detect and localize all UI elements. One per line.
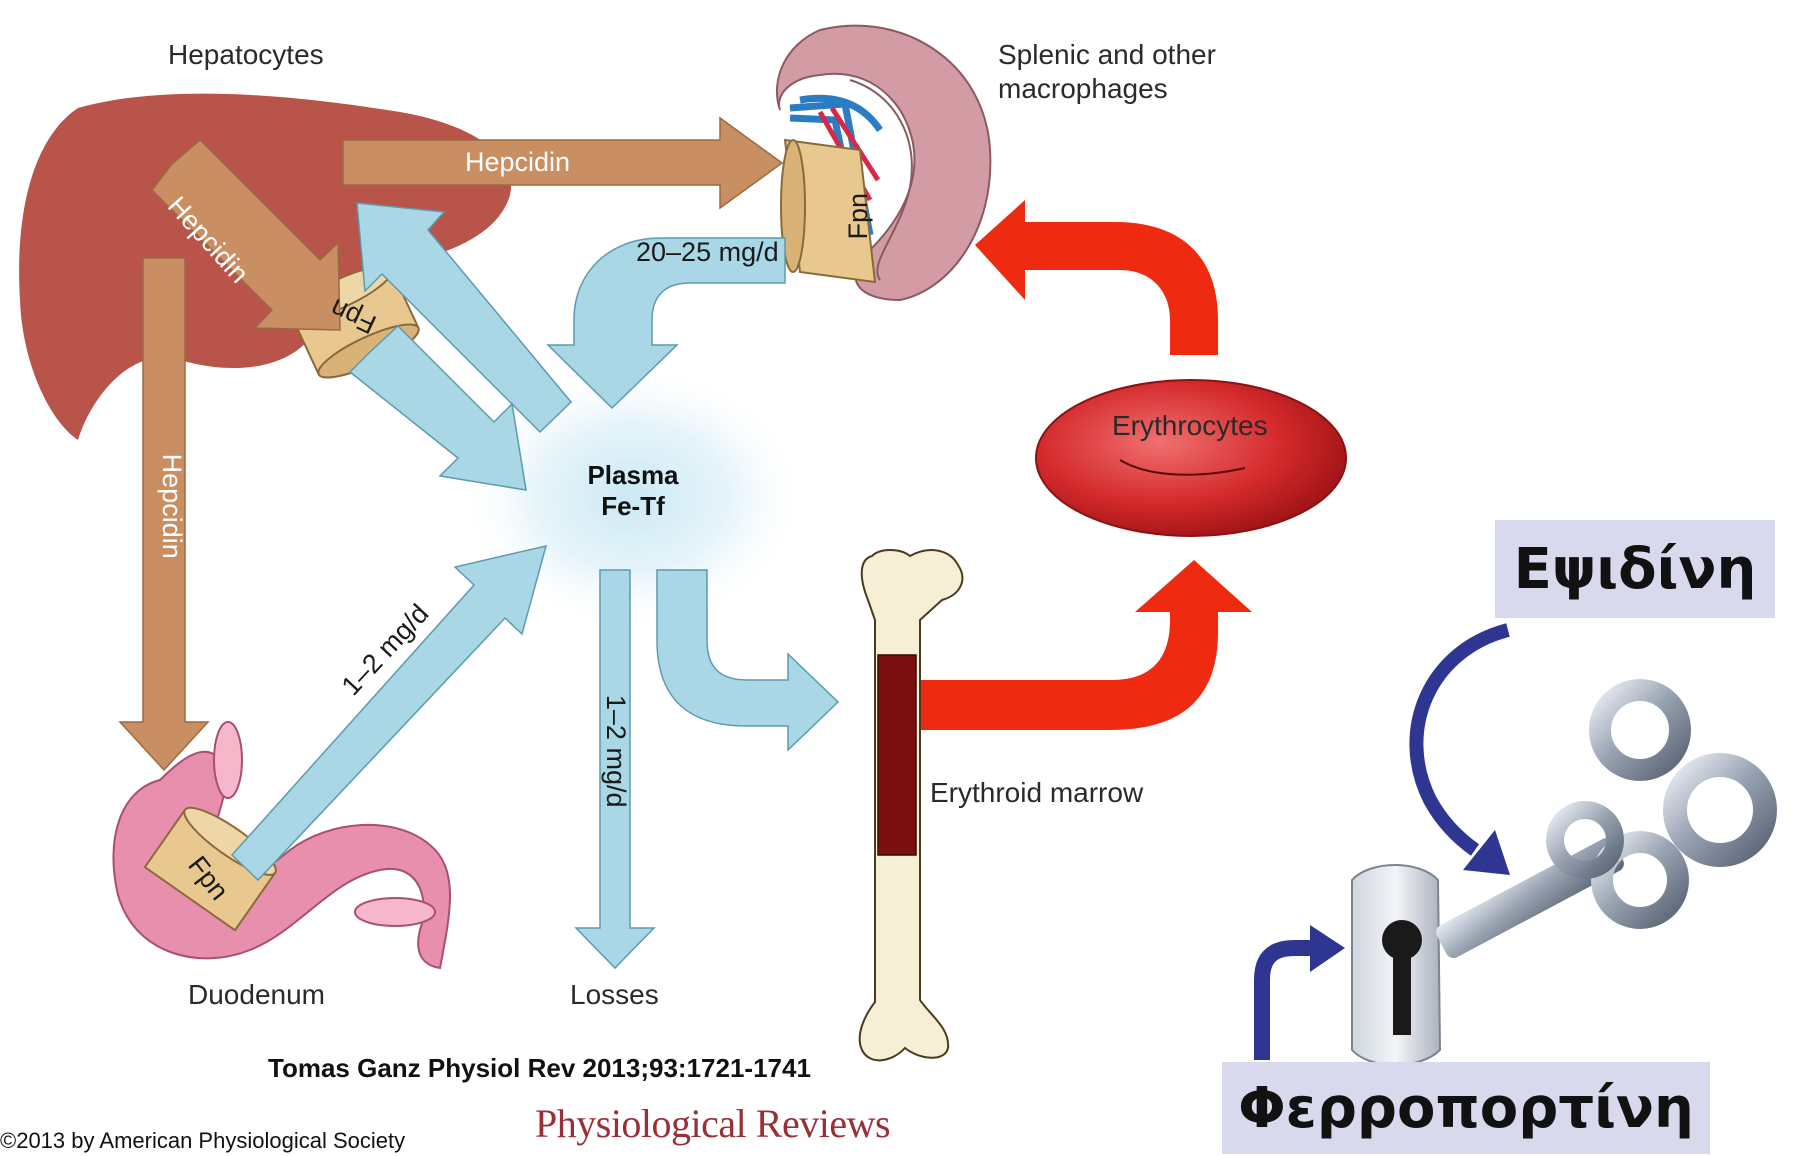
lock-illustration: [1352, 865, 1440, 1065]
copyright-text: ©2013 by American Physiological Society: [0, 1128, 405, 1154]
duodenum-end: [355, 898, 435, 926]
macrophage-flow-label: 20–25 mg/d: [636, 236, 779, 268]
callout-arrow-ferroportin: [1262, 948, 1315, 1060]
citation-text: Tomas Ganz Physiol Rev 2013;93:1721-1741: [268, 1053, 811, 1084]
red-arrow-marrow-to-rbc: [918, 560, 1252, 730]
losses-flow-label: 1–2 mg/d: [600, 691, 632, 811]
plasma-label-line1: Plasma: [560, 460, 706, 491]
red-arrow-rbc-to-spleen: [975, 200, 1218, 355]
plasma-label: Plasma Fe-Tf: [560, 460, 706, 522]
duodenum-label: Duodenum: [188, 978, 325, 1012]
fpn-spleen-label: Fpn: [842, 193, 874, 240]
journal-logo: Physiological Reviews: [535, 1100, 890, 1148]
erythrocytes-label: Erythrocytes: [1112, 409, 1268, 443]
key-illustration: [1433, 690, 1765, 961]
hepcidin-top-label: Hepcidin: [465, 146, 570, 178]
erythroid-marrow-label: Erythroid marrow: [930, 776, 1143, 810]
callout-arrow-ferroportin-head: [1310, 925, 1345, 972]
hepatocytes-label: Hepatocytes: [168, 38, 324, 72]
losses-label: Losses: [570, 978, 659, 1012]
plasma-label-line2: Fe-Tf: [560, 491, 706, 522]
hepcidin-vertical-label: Hepcidin: [156, 446, 188, 566]
splenic-macrophages-label: Splenic and other macrophages: [998, 38, 1216, 106]
ferroportin-callout: Φερροπορτίνη: [1222, 1062, 1710, 1154]
callout-arrow-hepcidin: [1416, 630, 1508, 850]
erythrocyte-shape: [1036, 380, 1346, 536]
hepcidin-callout: Εψιδίνη: [1495, 520, 1775, 618]
duodenum-opening: [214, 722, 242, 798]
